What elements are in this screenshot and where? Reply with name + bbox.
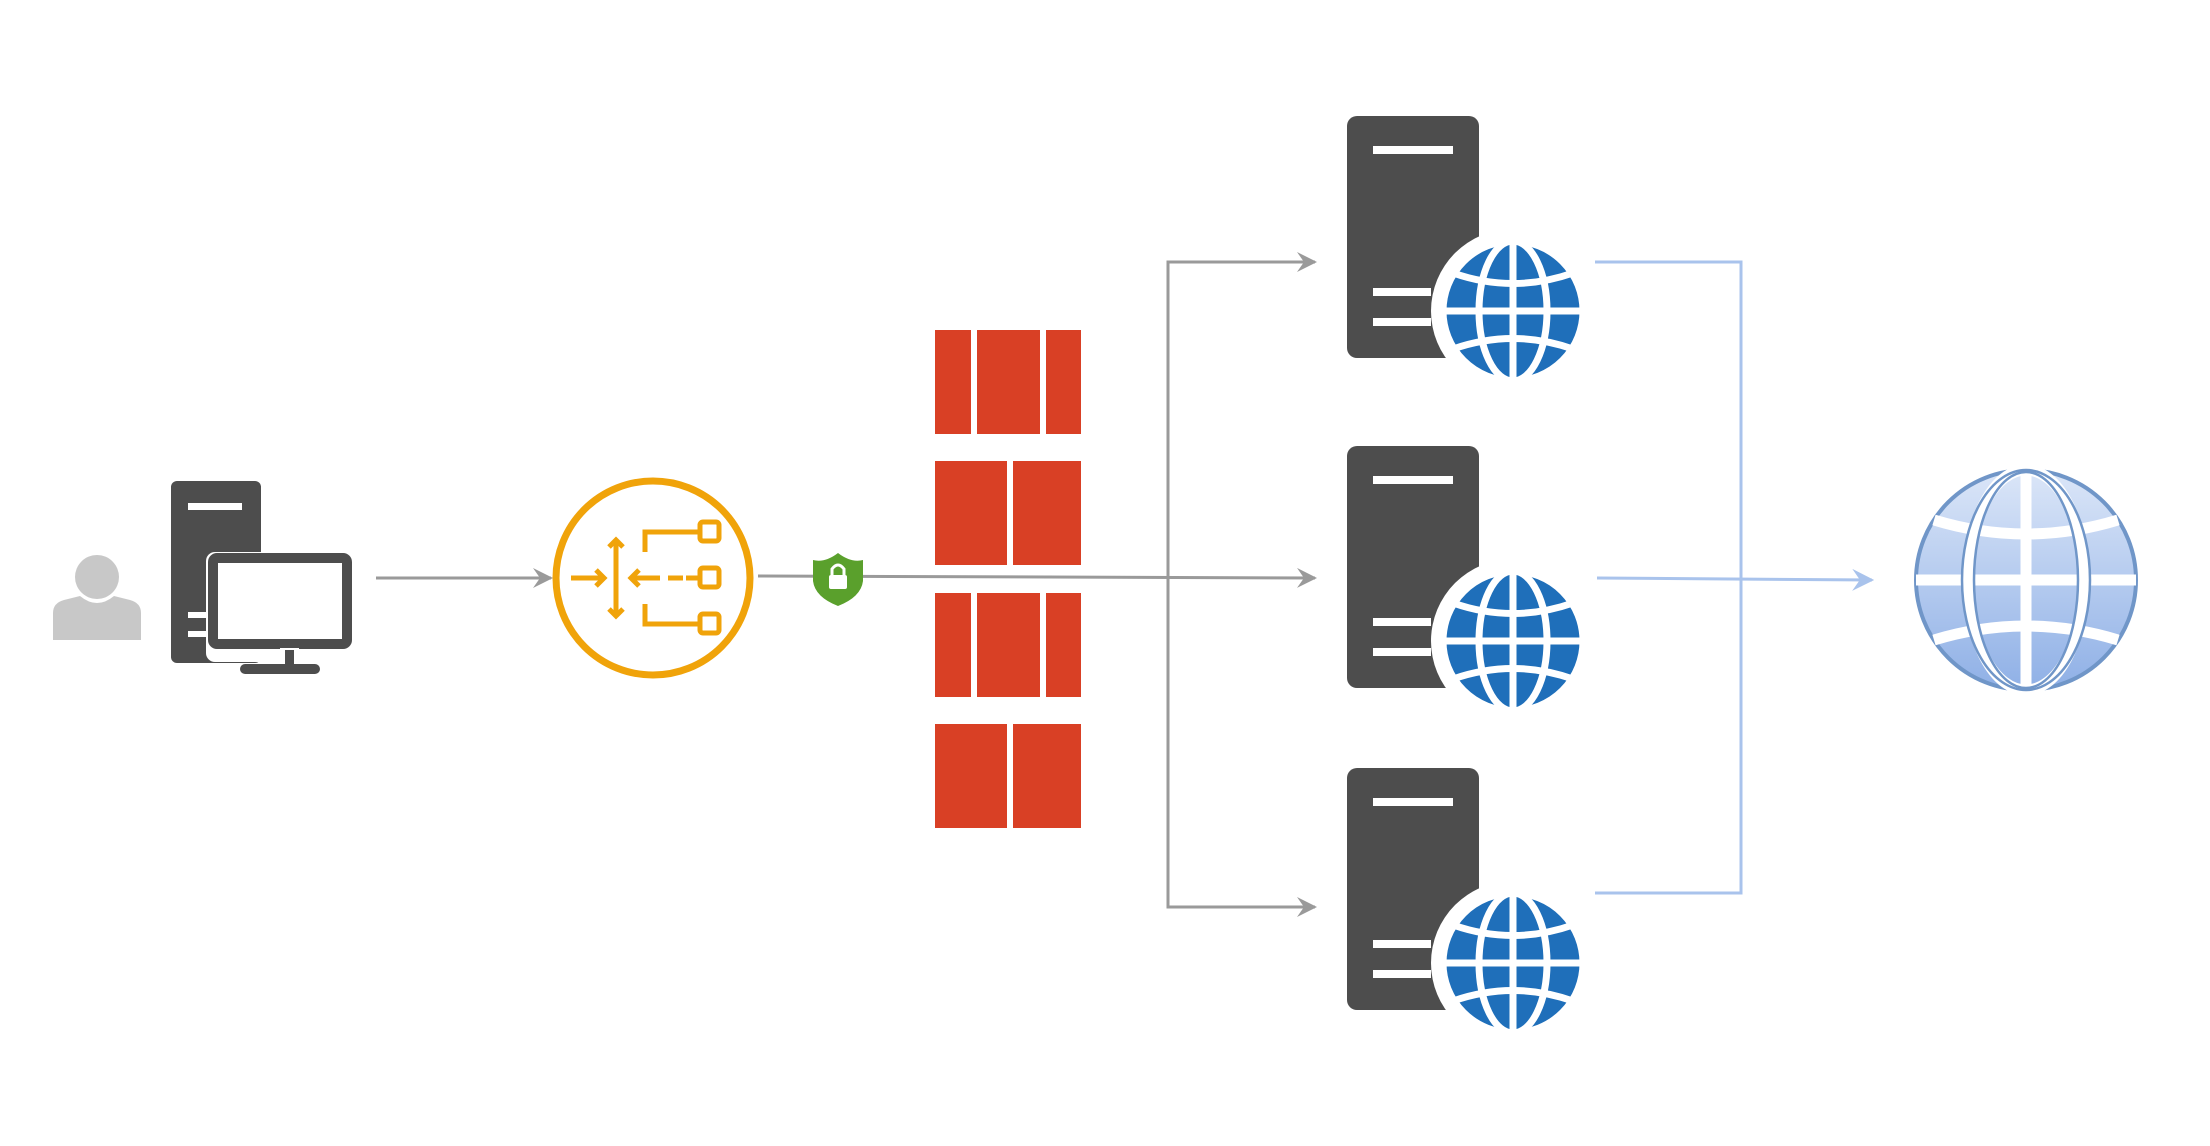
edge-load-balancer-to-server-3 [1166, 576, 1317, 917]
desktop-computer-icon [171, 481, 352, 674]
globe-icon [1910, 464, 2142, 696]
shield-lock-icon [813, 553, 863, 606]
user-icon [53, 555, 141, 640]
web-server-3-icon [1347, 768, 1595, 1045]
edge-server-3-to-internet [1595, 578, 1743, 895]
load-balancer-icon [552, 477, 754, 679]
web-server-2-icon [1347, 446, 1595, 723]
edge-load-balancer-to-server-1 [1166, 252, 1317, 576]
firewall-icon [935, 330, 1081, 828]
web-server-1-icon [1347, 116, 1595, 393]
edge-server-2-to-internet [1596, 568, 1875, 591]
edge-server-1-to-internet [1595, 260, 1743, 578]
